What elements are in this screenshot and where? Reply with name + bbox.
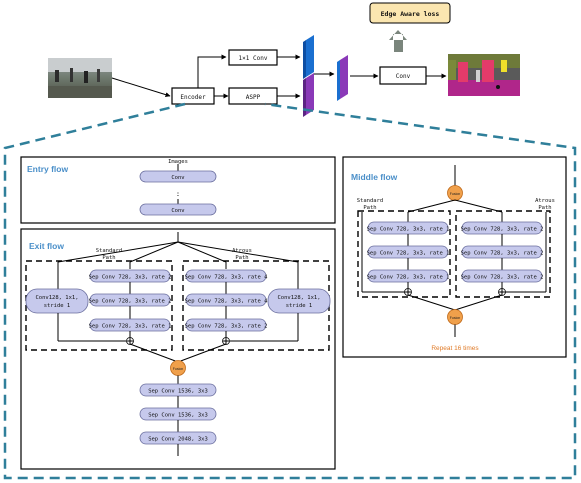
output-segmentation	[448, 54, 520, 96]
exit-tail-block-2-label: Sep Conv 1536, 3x3	[148, 413, 208, 419]
middle-standard-path-1: Standard	[357, 198, 384, 204]
exit-atr-block-3-label: Sep Conv 728, 3x3, rate 2	[185, 324, 268, 330]
exit-left-conv	[25, 288, 89, 314]
exit-atr-block-2-label: Sep Conv 728, 3x3, rate 4	[185, 299, 268, 305]
exit-atr-block-1-label: Sep Conv 728, 3x3, rate 4	[185, 275, 268, 281]
entry-conv-top-label: Conv	[171, 175, 185, 181]
up-arrow	[389, 30, 407, 40]
conv-label: Conv	[396, 73, 411, 80]
conv1x1-label: 1×1 Conv	[239, 55, 268, 62]
exit-atrous-path-2: Path	[235, 255, 248, 261]
middle-atrous-path-1: Atrous	[535, 198, 555, 204]
exit-fusion-label: Fusion	[173, 367, 184, 371]
exit-right-conv	[267, 288, 331, 314]
exit-std-block-2-label: Sep Conv 728, 3x3, rate 2	[89, 299, 172, 305]
exit-standard-dashed	[25, 260, 173, 351]
middle-fusion-top-label: Fusion	[450, 192, 461, 196]
entry-dots: :	[176, 190, 180, 198]
feature-map-blue	[303, 35, 314, 79]
entry-conv-top	[139, 170, 217, 183]
middle-flow-title: Middle flow	[351, 172, 398, 182]
middle-standard-path-2: Path	[363, 205, 376, 211]
feature-map-concat	[337, 55, 348, 101]
exit-atrous-path-1: Atrous	[232, 248, 252, 254]
exit-flow-title: Exit flow	[29, 241, 64, 251]
exit-std-block-3-label: Sep Conv 728, 3x3, rate 1	[89, 324, 172, 330]
exit-left-conv-l1: Conv128, 1x1,	[35, 295, 78, 301]
exit-right-conv-l2: stride 1	[286, 303, 313, 309]
middle-std-block-1-label: Sep Conv 728, 3x3, rate 1	[367, 227, 450, 233]
middle-atrous-path-2: Path	[538, 205, 551, 211]
exit-standard-path-2: Path	[102, 255, 115, 261]
exit-std-block-1-label: Sep Conv 728, 3x3, rate 2	[89, 275, 172, 281]
input-image	[48, 58, 112, 98]
middle-std-block-2-label: Sep Conv 728, 3x3, rate 1	[367, 251, 450, 257]
exit-left-conv-l2: stride 1	[44, 303, 71, 309]
entry-conv-bottom	[139, 203, 217, 216]
entry-conv-bottom-label: Conv	[171, 208, 185, 214]
feature-map-purple	[303, 73, 314, 117]
encoder-label: Encoder	[180, 94, 206, 101]
middle-standard-dashed	[357, 210, 451, 298]
exit-right-conv-l1: Conv128, 1x1,	[277, 295, 320, 301]
aspp-label: ASPP	[246, 94, 261, 101]
up-arrow-shaft	[394, 40, 403, 52]
images-label: Images	[168, 159, 188, 165]
loss-label: Edge Aware loss	[381, 10, 440, 18]
middle-atr-block-3-label: Sep Conv 728, 3x3, rate 2	[461, 275, 544, 281]
middle-atr-block-1-label: Sep Conv 728, 3x3, rate 2	[461, 227, 544, 233]
loss-box	[369, 2, 451, 24]
middle-std-block-3-label: Sep Conv 728, 3x3, rate 1	[367, 275, 450, 281]
detail-outline	[3, 102, 577, 480]
exit-tail-block-3-label: Sep Conv 2048, 3x3	[148, 437, 208, 443]
entry-flow-title: Entry flow	[27, 164, 68, 174]
exit-tail-block-1-label: Sep Conv 1536, 3x3	[148, 389, 208, 395]
exit-standard-path-1: Standard	[96, 248, 123, 254]
middle-atr-block-2-label: Sep Conv 728, 3x3, rate 2	[461, 251, 544, 257]
repeat-label: Repeat 16 times	[431, 345, 479, 352]
middle-fusion-bottom-label: Fusion	[450, 316, 461, 320]
